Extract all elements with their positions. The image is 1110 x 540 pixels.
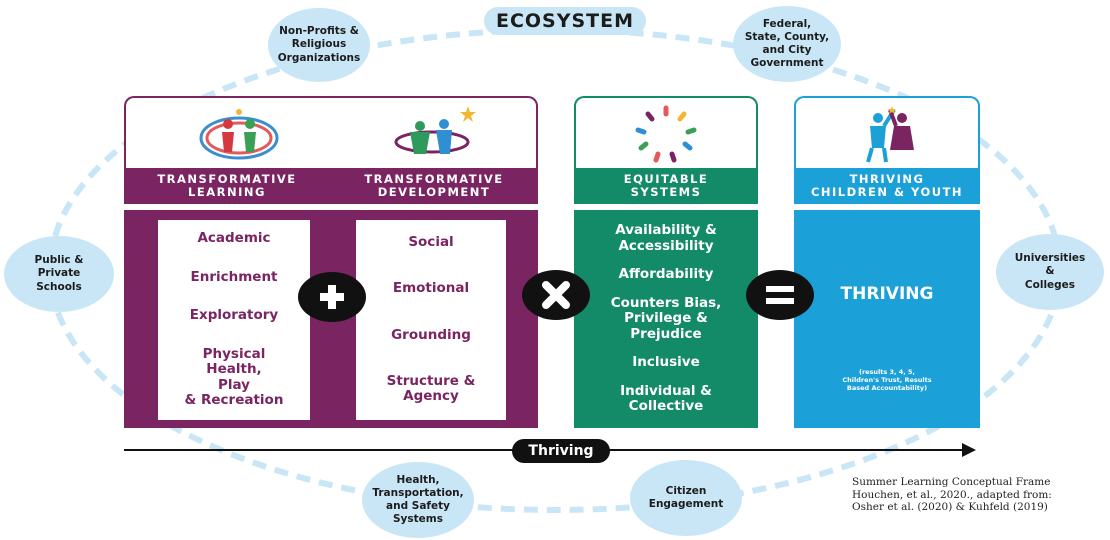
development-item: Grounding xyxy=(391,326,471,343)
multiply-operator xyxy=(522,270,590,320)
multiply-icon xyxy=(542,281,570,309)
arrow-right-icon xyxy=(962,443,976,457)
systems-header: EQUITABLE SYSTEMS xyxy=(574,168,758,204)
partner-health: Health, Transportation, and Safety Syste… xyxy=(362,462,474,538)
circle-of-people-icon xyxy=(635,105,697,163)
partner-nonprofits-label: Non-Profits & Religious Organizations xyxy=(277,25,361,64)
thriving-note: (results 3, 4, 5, Children's Trust, Resu… xyxy=(842,368,932,393)
systems-icon-panel xyxy=(574,96,758,168)
learning-header: TRANSFORMATIVE LEARNING xyxy=(124,168,330,204)
development-item: Emotional xyxy=(392,280,470,297)
plus-operator xyxy=(298,272,366,322)
learning-item: Academic xyxy=(197,230,271,247)
development-card: Social Emotional Grounding Structure & A… xyxy=(356,220,506,420)
thriving-icon-panel xyxy=(794,96,980,168)
citation-line: Osher et al. (2020) & Kuhfeld (2019) xyxy=(852,501,1048,514)
learning-item: Enrichment xyxy=(190,268,278,285)
development-item: Structure & Agency xyxy=(386,372,476,405)
systems-item: Affordability xyxy=(618,266,714,283)
citation-line: Houchen, et al., 2020., adapted from: xyxy=(852,488,1052,501)
partner-government: Federal, State, County, and City Governm… xyxy=(733,6,841,82)
learning-children-icon xyxy=(199,109,279,160)
partner-citizen-label: Citizen Engagement xyxy=(648,484,724,510)
learning-card: Academic Enrichment Exploratory Physical… xyxy=(158,220,310,420)
partner-schools: Public & Private Schools xyxy=(4,236,114,312)
systems-box: Availability & Accessibility Affordabili… xyxy=(574,210,758,428)
thriving-main-label: THRIVING xyxy=(840,284,934,304)
citation: Summer Learning Conceptual Frame Houchen… xyxy=(852,476,1052,514)
thriving-axis-label: Thriving xyxy=(512,439,610,463)
systems-item: Availability & Accessibility xyxy=(615,222,717,254)
ecosystem-title: ECOSYSTEM xyxy=(484,7,646,35)
partner-government-label: Federal, State, County, and City Governm… xyxy=(744,17,830,70)
systems-item: Inclusive xyxy=(632,354,700,371)
equals-icon xyxy=(766,286,794,304)
development-header: TRANSFORMATIVE DEVELOPMENT xyxy=(330,168,538,204)
plus-icon xyxy=(320,285,344,309)
learning-item: Exploratory xyxy=(189,307,279,324)
equals-operator xyxy=(746,270,814,320)
thriving-header: THRIVING CHILDREN & YOUTH xyxy=(794,168,980,204)
partner-schools-label: Public & Private Schools xyxy=(34,254,84,293)
partner-citizen: Citizen Engagement xyxy=(630,460,742,536)
partner-health-label: Health, Transportation, and Safety Syste… xyxy=(372,473,464,526)
thriving-box: THRIVING (results 3, 4, 5, Children's Tr… xyxy=(794,210,980,428)
partner-universities-label: Universities & Colleges xyxy=(1014,252,1086,291)
partner-universities: Universities & Colleges xyxy=(996,234,1104,310)
systems-item: Individual & Collective xyxy=(620,382,712,415)
partner-nonprofits: Non-Profits & Religious Organizations xyxy=(268,8,370,82)
development-children-icon xyxy=(394,106,476,154)
development-item: Social xyxy=(408,234,454,251)
systems-item: Counters Bias, Privilege & Prejudice xyxy=(610,294,722,342)
learning-item: Physical Health, Play & Recreation xyxy=(184,345,284,409)
citation-line: Summer Learning Conceptual Frame xyxy=(852,476,1051,488)
learning-development-icon-panel xyxy=(124,96,538,168)
thriving-children-icon xyxy=(866,106,914,163)
